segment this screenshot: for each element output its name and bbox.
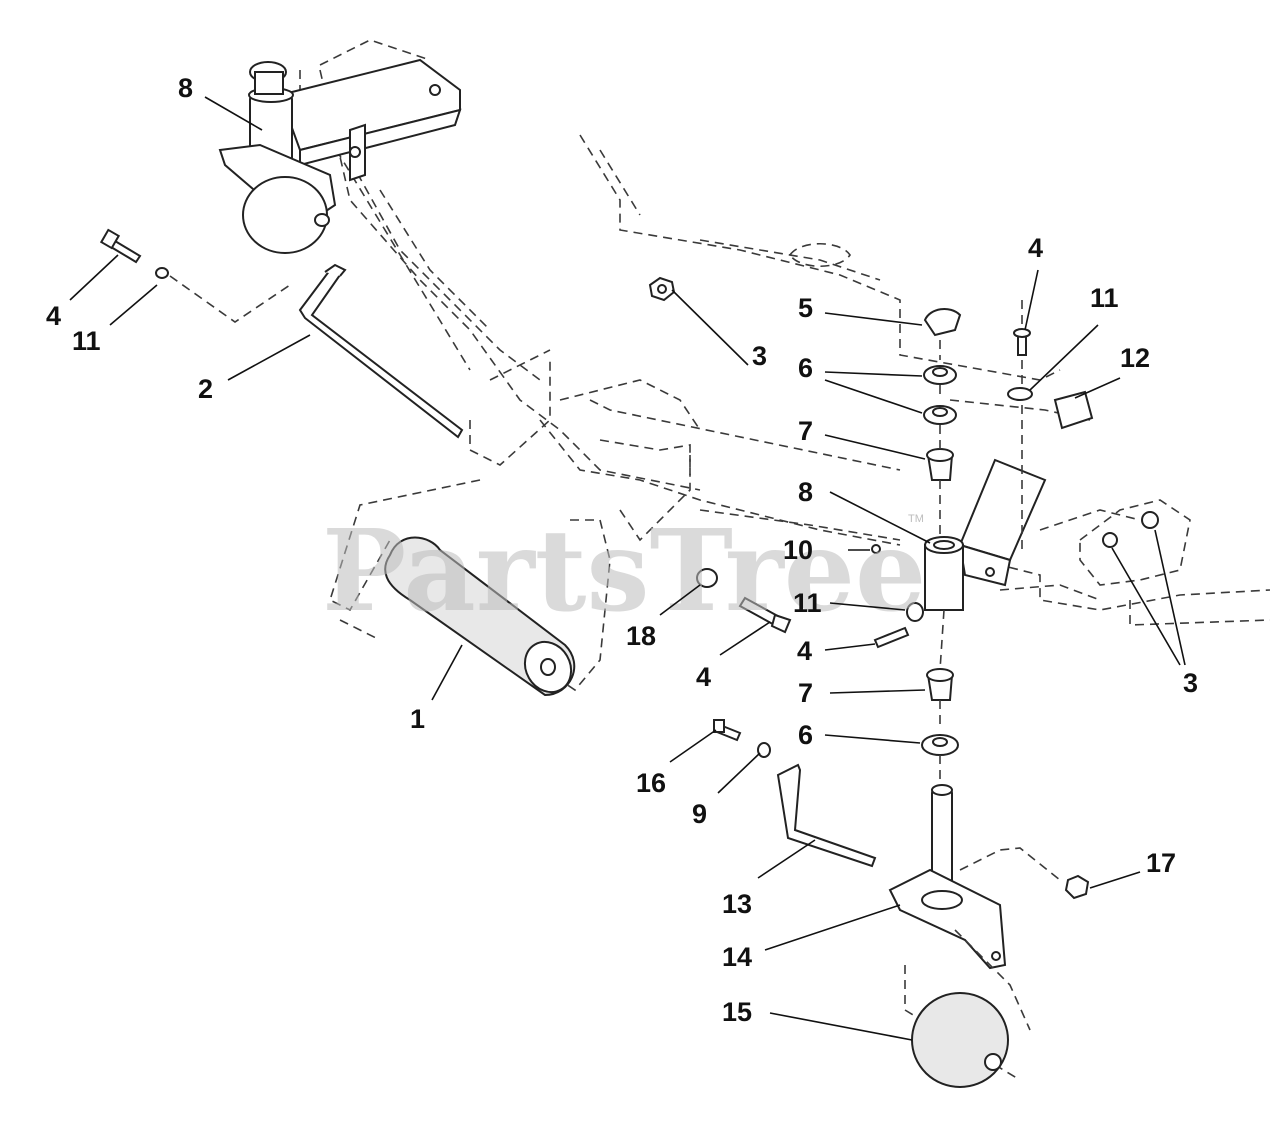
callout-14: 14	[722, 942, 752, 972]
callout-4-top-left: 4	[46, 301, 61, 331]
callout-4-top-right: 4	[1028, 233, 1043, 263]
callout-11-top-right: 11	[1090, 283, 1119, 313]
callout-4-center: 4	[696, 662, 711, 692]
callout-11-center: 11	[793, 588, 822, 618]
rod-part-2	[298, 263, 464, 439]
roller-bracket-outline	[329, 479, 611, 692]
nut-part-3	[648, 276, 676, 302]
roller-part-1	[384, 536, 576, 697]
callout-18: 18	[626, 621, 656, 651]
washer-18-bolt-4	[696, 568, 792, 634]
callout-1: 1	[410, 704, 425, 734]
bolt-16-washer-9-rod-13	[713, 719, 877, 868]
spindle-stack	[871, 300, 1091, 790]
callout-2: 2	[198, 374, 213, 404]
callout-3-right: 3	[1183, 668, 1198, 698]
callout-6-upper: 6	[798, 353, 813, 383]
callout-10: 10	[783, 535, 813, 565]
caster-assembly-bottom	[888, 784, 1090, 1088]
bolt-top-left	[99, 228, 291, 323]
callout-9: 9	[692, 799, 707, 829]
callout-labels: 1 2 3 3 4 4 4 4 5 6 6 7 7 8 8 9 10 11 11…	[46, 73, 1198, 1027]
callout-7-upper: 7	[798, 416, 813, 446]
caster-assembly-top	[218, 58, 462, 254]
leader-lines	[69, 96, 1186, 1041]
callout-6-lower: 6	[798, 720, 813, 750]
watermark-trademark: TM	[908, 513, 924, 525]
nuts-part-3-right	[1102, 511, 1159, 548]
callout-5: 5	[798, 293, 813, 323]
callout-8-top: 8	[178, 73, 193, 103]
callout-16: 16	[636, 768, 666, 798]
callout-11-left: 11	[72, 326, 101, 356]
callout-8-center: 8	[798, 477, 813, 507]
watermark: PartsTree TM	[322, 506, 926, 637]
bolt-washer-plug-right	[1007, 328, 1094, 430]
callout-12: 12	[1120, 343, 1150, 373]
callout-17: 17	[1146, 848, 1176, 878]
callout-7-lower: 7	[798, 678, 813, 708]
callout-4-right: 4	[797, 636, 812, 666]
watermark-text: PartsTree	[322, 506, 926, 637]
callout-13: 13	[722, 889, 752, 919]
callout-3-center: 3	[752, 341, 767, 371]
callout-15: 15	[722, 997, 752, 1027]
